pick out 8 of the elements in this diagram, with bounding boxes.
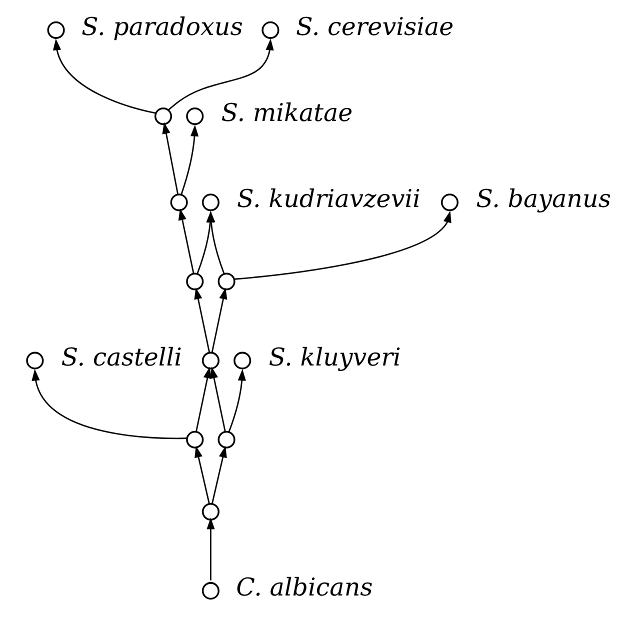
node-label: C. albicans	[236, 572, 373, 602]
node-label: S. mikatae	[221, 98, 353, 128]
node-label: S. kluyveri	[268, 342, 401, 372]
node-label: S. castelli	[61, 342, 182, 372]
node-label: S. kudriavzevii	[237, 184, 420, 214]
node-label: S. bayanus	[476, 184, 611, 214]
node-label: S. paradoxus	[82, 12, 243, 41]
node-label: S. cerevisiae	[296, 12, 454, 41]
